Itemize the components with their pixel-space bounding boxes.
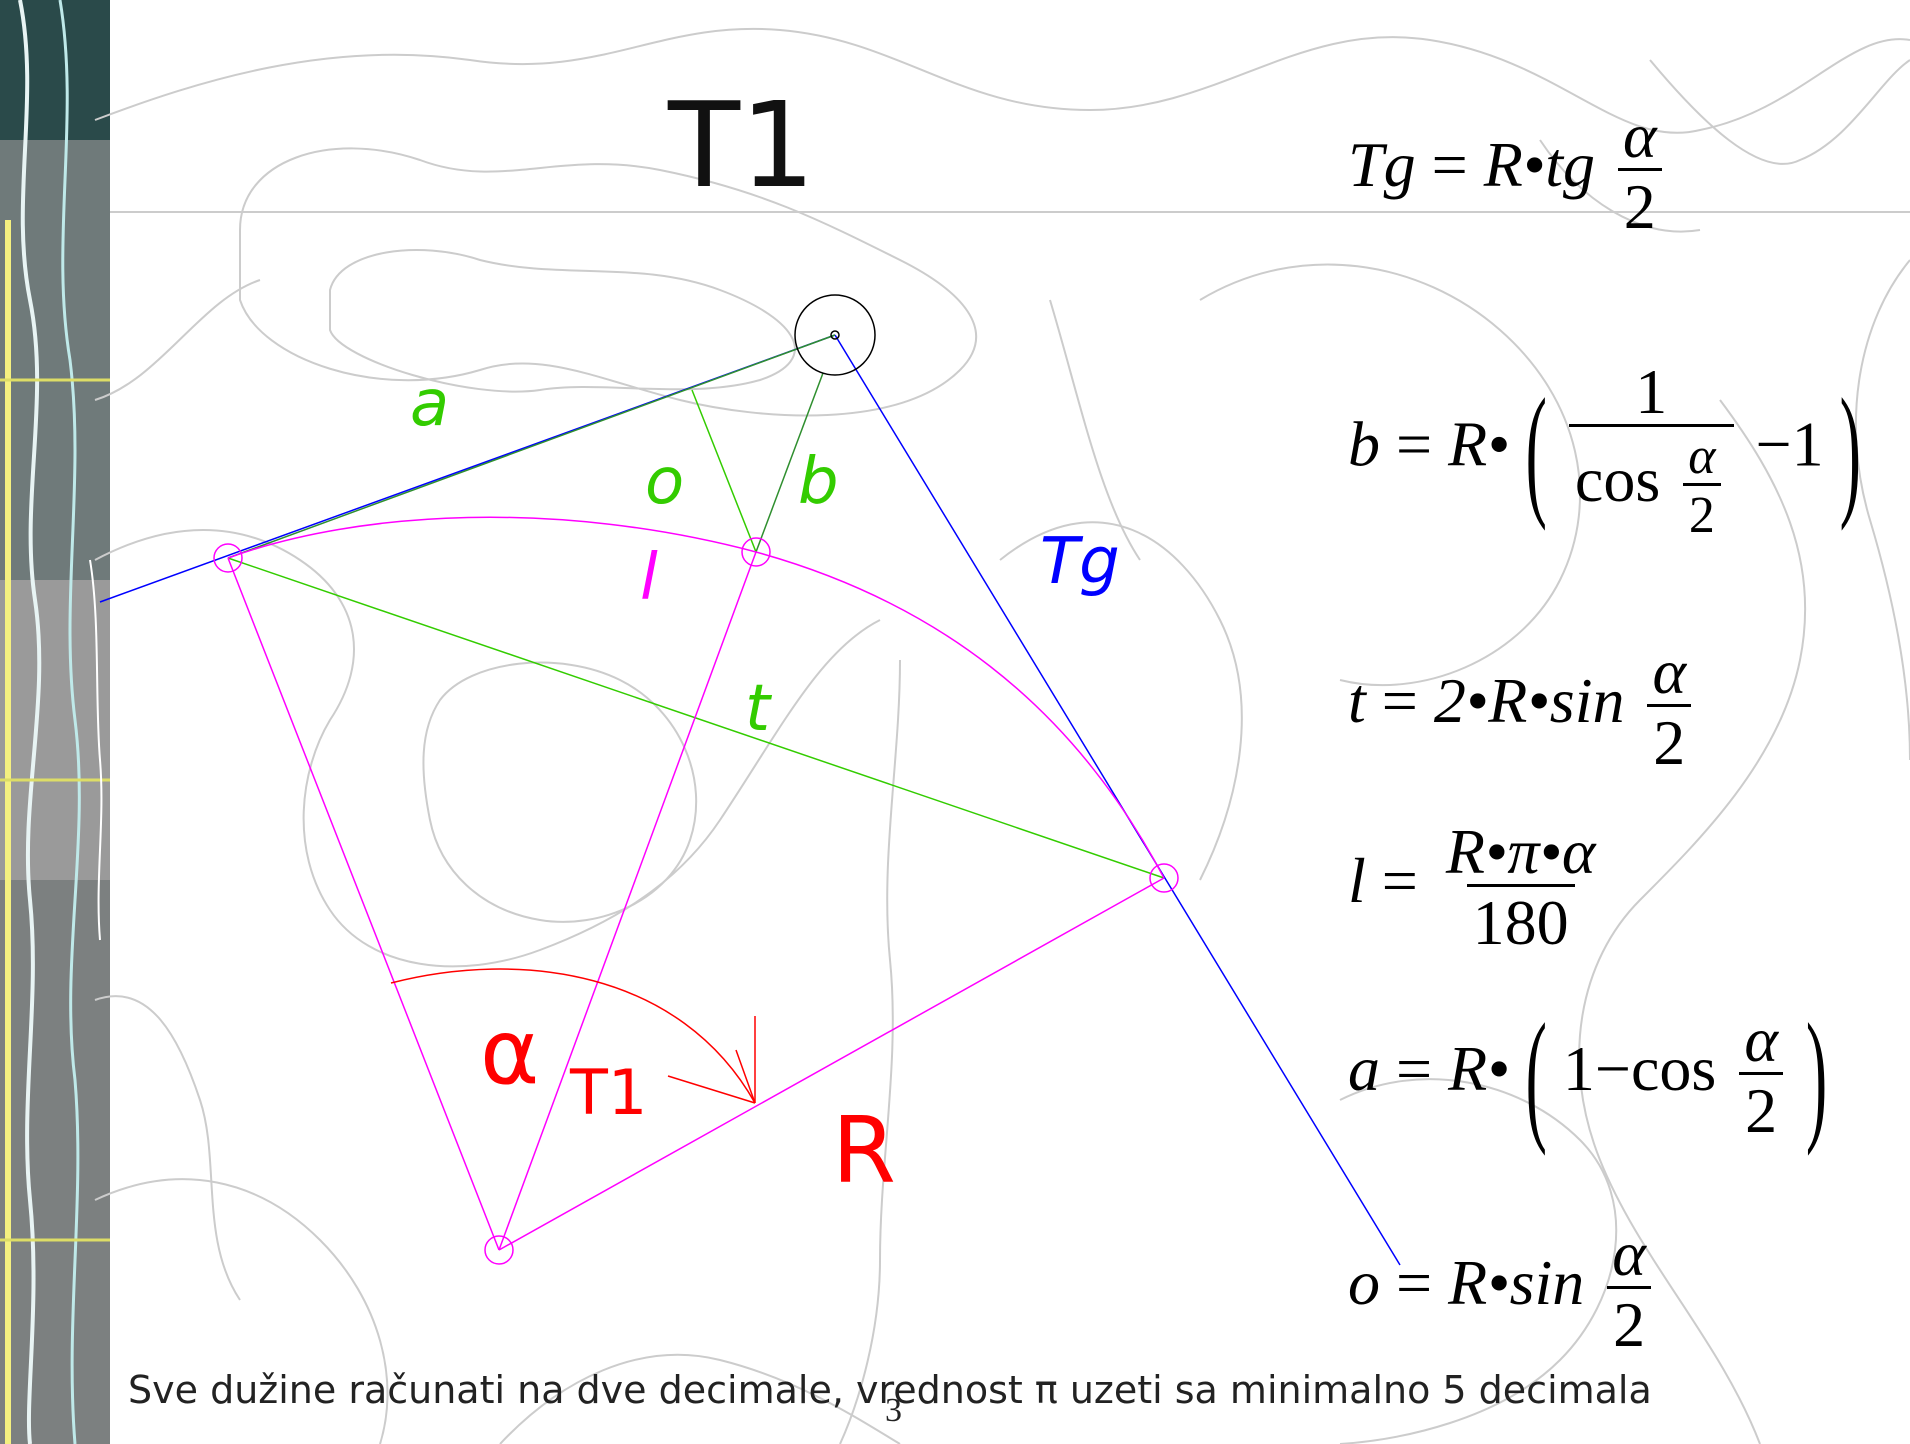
center-point-marker xyxy=(484,1235,514,1265)
formula-a-numerator: α xyxy=(1744,1004,1778,1075)
formula-b-inner-numerator: α xyxy=(1688,428,1716,485)
radius-to-start xyxy=(227,557,500,1251)
formula-a-eq: = xyxy=(1396,1033,1433,1105)
formula-b-rhs: R• xyxy=(1448,408,1510,480)
label-r: R xyxy=(832,1097,896,1204)
arc-l xyxy=(227,516,1165,879)
vertex-t1-center xyxy=(830,330,840,340)
tangent-line-right xyxy=(834,334,1401,1266)
formula-tg-eq: = xyxy=(1431,129,1468,201)
formula-tg-numerator: α xyxy=(1622,100,1657,171)
label-t: t xyxy=(745,672,771,746)
point-mid-marker xyxy=(741,537,771,567)
formula-b-cos: cos xyxy=(1574,444,1661,516)
formula-a-open-paren: ( xyxy=(1525,992,1547,1156)
angle-alpha-arc xyxy=(390,968,756,1104)
formula-a-close-paren: ) xyxy=(1805,992,1828,1156)
formula-t-denominator: 2 xyxy=(1647,704,1692,775)
formula-t-eq: = xyxy=(1381,665,1418,737)
chord-t-line xyxy=(227,557,1165,879)
formula-b-minus-one: −1 xyxy=(1755,408,1824,480)
formula-t-rhs: 2•R•sin xyxy=(1433,665,1625,737)
map-strip-decoration xyxy=(0,0,110,1444)
segment-b-line xyxy=(755,372,824,553)
formula-b: b = R• ( 1 cos α 2 −1 ) xyxy=(1348,360,1861,542)
formula-tg-lhs: Tg xyxy=(1348,129,1416,201)
formula-b-eq: = xyxy=(1396,408,1433,480)
formula-o-lhs: o xyxy=(1348,1247,1380,1319)
formula-t-numerator: α xyxy=(1652,636,1687,707)
formula-b-open-paren: ( xyxy=(1525,368,1547,532)
formula-b-close-paren: ) xyxy=(1839,368,1861,532)
label-alpha: α xyxy=(480,1000,540,1105)
slide-title: T1 xyxy=(668,76,816,214)
formula-o-numerator: α xyxy=(1612,1218,1646,1289)
point-end-marker xyxy=(1149,863,1179,893)
segment-a-line xyxy=(227,334,836,559)
formula-b-numerator: 1 xyxy=(1635,356,1668,427)
formula-l-denominator: 180 xyxy=(1466,884,1575,955)
formula-tg-fraction: α 2 xyxy=(1617,104,1663,239)
formula-b-fraction: 1 cos α 2 xyxy=(1568,356,1734,542)
label-alpha-subscript: T1 xyxy=(570,1056,648,1129)
footer-caption: Sve dužine računati na dve decimale, vre… xyxy=(128,1368,1652,1412)
angle-arrow-head-left xyxy=(735,1049,756,1104)
formula-a-fraction: α 2 xyxy=(1738,1008,1784,1143)
formula-b-inner-fraction: α 2 xyxy=(1682,431,1721,542)
label-a: a xyxy=(410,367,450,441)
formula-l: l = R•π•α 180 xyxy=(1348,820,1607,955)
label-b: b xyxy=(798,445,839,519)
point-start-marker xyxy=(213,543,243,573)
radius-to-midpoint xyxy=(498,551,757,1251)
formula-b-denominator: cos α 2 xyxy=(1568,424,1734,542)
curve-geometry xyxy=(99,294,1401,1266)
label-o: o xyxy=(645,445,685,519)
formula-tg-denominator: 2 xyxy=(1617,168,1662,239)
formula-o-rhs: R•sin xyxy=(1448,1247,1585,1319)
formula-b-inner-denominator: 2 xyxy=(1682,483,1721,542)
formula-l-fraction: R•π•α 180 xyxy=(1440,820,1602,955)
label-l: l xyxy=(640,541,658,615)
angle-leader-line xyxy=(667,1075,756,1104)
formula-l-numerator: R•π•α xyxy=(1445,816,1596,887)
radius-to-end xyxy=(498,877,1165,1251)
formula-b-lhs: b xyxy=(1348,408,1380,480)
formula-t: t = 2•R•sin α 2 xyxy=(1348,640,1698,775)
segment-o-line xyxy=(691,389,757,553)
label-tg: Tg xyxy=(1040,525,1120,599)
formula-tg-rhs: R•tg xyxy=(1483,129,1595,201)
formula-o-fraction: α 2 xyxy=(1606,1222,1652,1357)
formula-a-inner: 1−cos xyxy=(1562,1033,1717,1105)
page-number: 3 xyxy=(885,1392,902,1429)
formula-t-lhs: t xyxy=(1348,665,1366,737)
formula-a-denominator: 2 xyxy=(1739,1072,1784,1143)
formula-l-eq: = xyxy=(1381,845,1418,917)
formula-tg: Tg = R•tg α 2 xyxy=(1348,104,1669,239)
formula-a: a = R• ( 1−cos α 2 ) xyxy=(1348,1001,1827,1148)
formula-t-fraction: α 2 xyxy=(1646,640,1692,775)
formula-o-denominator: 2 xyxy=(1607,1286,1652,1357)
formula-a-rhs: R• xyxy=(1448,1033,1510,1105)
formula-l-lhs: l xyxy=(1348,845,1366,917)
formula-o-eq: = xyxy=(1396,1247,1433,1319)
formula-o: o = R•sin α 2 xyxy=(1348,1222,1658,1357)
formula-a-lhs: a xyxy=(1348,1033,1380,1105)
vertex-t1-marker xyxy=(794,294,876,376)
